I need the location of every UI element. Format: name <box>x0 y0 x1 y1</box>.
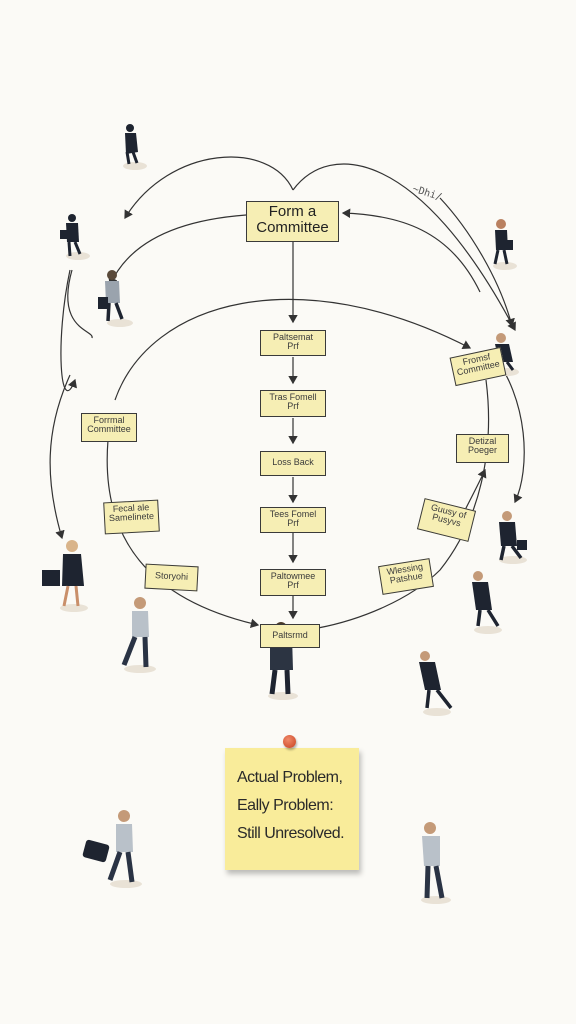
left-box-formal-committee: Forrmal Committee <box>81 413 137 442</box>
center-box-2: Tras Fomell Prf <box>260 390 326 417</box>
right-box-2: Detizal Poeger <box>456 434 509 463</box>
center-box-6: Paltsrmd <box>260 624 320 648</box>
person-left-mid <box>98 270 133 327</box>
center-box-3: Loss Back <box>260 451 326 476</box>
person-top-left <box>123 124 147 170</box>
arrow-big-circle-left <box>106 439 260 629</box>
arrow-far-left <box>49 374 71 540</box>
person-left-upper <box>60 214 90 260</box>
person-lower-right <box>419 651 453 716</box>
note-line-3: Still Unresolved. <box>237 825 345 842</box>
arrow-far-right-top <box>439 197 515 328</box>
person-right-upper <box>493 219 517 270</box>
arrow-outer-right-loop <box>292 163 516 332</box>
arrow-outer-left-loop <box>124 156 294 220</box>
person-right-lower <box>499 511 527 564</box>
arrow-left-down <box>67 269 93 339</box>
left-box-2: Fecal ale Samelinete <box>103 499 160 535</box>
person-right-bottom <box>472 571 502 634</box>
center-box-1: Paltsemat Prf <box>260 330 326 356</box>
note-line-2: Eally Problem: <box>237 797 334 814</box>
note-line-1: Actual Problem, <box>237 769 343 786</box>
form-committee-box: Form a Committee <box>246 201 339 242</box>
arrow-inner-right <box>341 208 481 293</box>
person-footer-left <box>82 810 142 888</box>
center-box-4: Tees Fomel Prf <box>260 507 326 533</box>
left-box-3: Storyohi <box>144 563 199 592</box>
person-footer-right <box>421 822 451 904</box>
arrow-left-return <box>60 269 77 392</box>
arrow-inner-left <box>108 214 247 287</box>
person-left-lower <box>42 540 88 612</box>
arrow-big-circle-top <box>114 298 472 401</box>
center-box-5: Paltowmee Prf <box>260 569 326 596</box>
sticky-note: Actual Problem, Eally Problem: Still Unr… <box>225 748 359 870</box>
person-bottom-left <box>121 597 156 673</box>
pushpin-icon <box>283 735 296 748</box>
